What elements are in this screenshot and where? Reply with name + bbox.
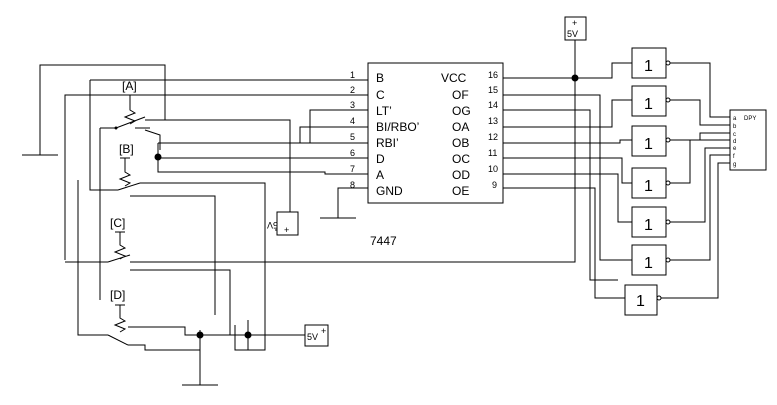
inverter-gate: 1 [631,244,671,276]
junction-dot [571,74,579,82]
pin-number: 8 [350,180,355,190]
voltage-label: 5V [267,220,278,230]
seven-segment-display: DPY a b c d e f g [729,109,767,171]
voltage-label: 5V [307,332,318,342]
pin-number: 9 [492,180,497,190]
pin-name: BI/RBO’ [376,120,419,134]
chip-name: 7447 [370,234,397,248]
source-top: + 5V [564,16,587,41]
segment-label: d [733,139,736,145]
inverter-label: 1 [644,255,653,272]
pin-name: A [376,168,384,182]
switch-blade [115,116,146,129]
junctions [154,74,579,339]
segment-label: e [733,146,737,152]
pin-number: 7 [350,164,355,174]
inverter-label: 1 [644,178,653,195]
inverter-gate: 1 [631,125,671,157]
segment-label: b [733,124,737,130]
pin-name: OD [452,168,470,182]
display-title: DPY [744,116,756,122]
plus-sign: + [572,18,577,28]
inverter-gate: 1 [631,47,671,79]
pin-number: 12 [488,132,498,142]
junction-dot [154,153,162,161]
switch-key-icon [113,231,127,260]
switch-blade [107,334,129,346]
plus-sign: + [284,225,289,235]
switch-contact [114,126,118,130]
switch-label: [B] [119,142,134,156]
plus-sign: + [321,326,326,336]
voltage-source-box [276,211,299,236]
segment-label: a [733,116,737,122]
pin-name: OA [452,120,469,134]
pin-name: VCC [441,71,467,85]
inverter-label: 1 [636,293,645,310]
junction-dot [196,331,204,339]
source-left: 5V + [267,211,299,236]
voltage-source-box [304,324,329,347]
pin-number: 4 [350,116,355,126]
pin-number: 6 [350,148,355,158]
segment-label: f [733,154,735,160]
inverter-label: 1 [644,136,653,153]
inverter-label: 1 [644,58,653,75]
switch-blade [107,254,131,263]
switch-c[interactable]: [C] [107,216,131,263]
pin-name: RBI’ [376,136,399,150]
inverter-gate: 1 [624,284,662,316]
pin-number: 2 [350,85,355,95]
pin-name: B [376,71,384,85]
inverter-gate: 1 [631,85,671,117]
pin-number: 11 [488,148,497,158]
pin-name: OF [452,88,469,102]
switch-a[interactable]: [A] [114,79,146,130]
pin-number: 10 [488,164,498,174]
segment-label: g [733,162,736,168]
inverter-bank: 1 1 1 1 1 1 1 [624,47,671,316]
pin-number: 16 [488,70,498,80]
pin-number: 3 [350,100,355,110]
switch-b[interactable]: [B] [117,142,141,191]
decoder-chip: 7447 1 B 2 C 3 LT’ 4 BI/RBO’ 5 RBI’ 6 D … [350,62,504,248]
switch-key-icon [118,157,132,187]
inverter-label: 1 [644,217,653,234]
pin-name: OC [452,152,470,166]
voltage-label: 5V [567,29,578,39]
pin-number: 14 [488,100,498,110]
pin-number: 1 [350,70,355,80]
switch-d[interactable]: [D] [107,288,129,346]
display-body [729,109,767,171]
source-bottom: 5V + [304,324,329,347]
switch-key-icon [123,94,137,125]
chip-body [367,62,504,204]
pin-name: OE [452,184,469,198]
inverter-gate: 1 [631,167,671,199]
voltage-source-box [564,16,587,41]
switch-label: [C] [110,216,125,230]
pin-name: C [376,88,385,102]
pin-name: OG [452,104,471,118]
wiring [22,40,730,386]
pin-name: D [376,152,385,166]
switch-label: [A] [122,79,137,93]
inverter-label: 1 [644,96,653,113]
segment-label: c [733,132,736,138]
pin-number: 5 [350,132,355,142]
pin-name: LT’ [376,104,392,118]
switch-key-icon [113,304,127,333]
pin-number: 13 [488,116,498,126]
inverter-gate: 1 [631,206,671,238]
pin-name: OB [452,136,469,150]
switch-blade [117,182,141,191]
switch-label: [D] [110,288,125,302]
junction-dot [244,331,252,339]
pin-name: GND [376,184,403,198]
pin-number: 15 [488,85,498,95]
